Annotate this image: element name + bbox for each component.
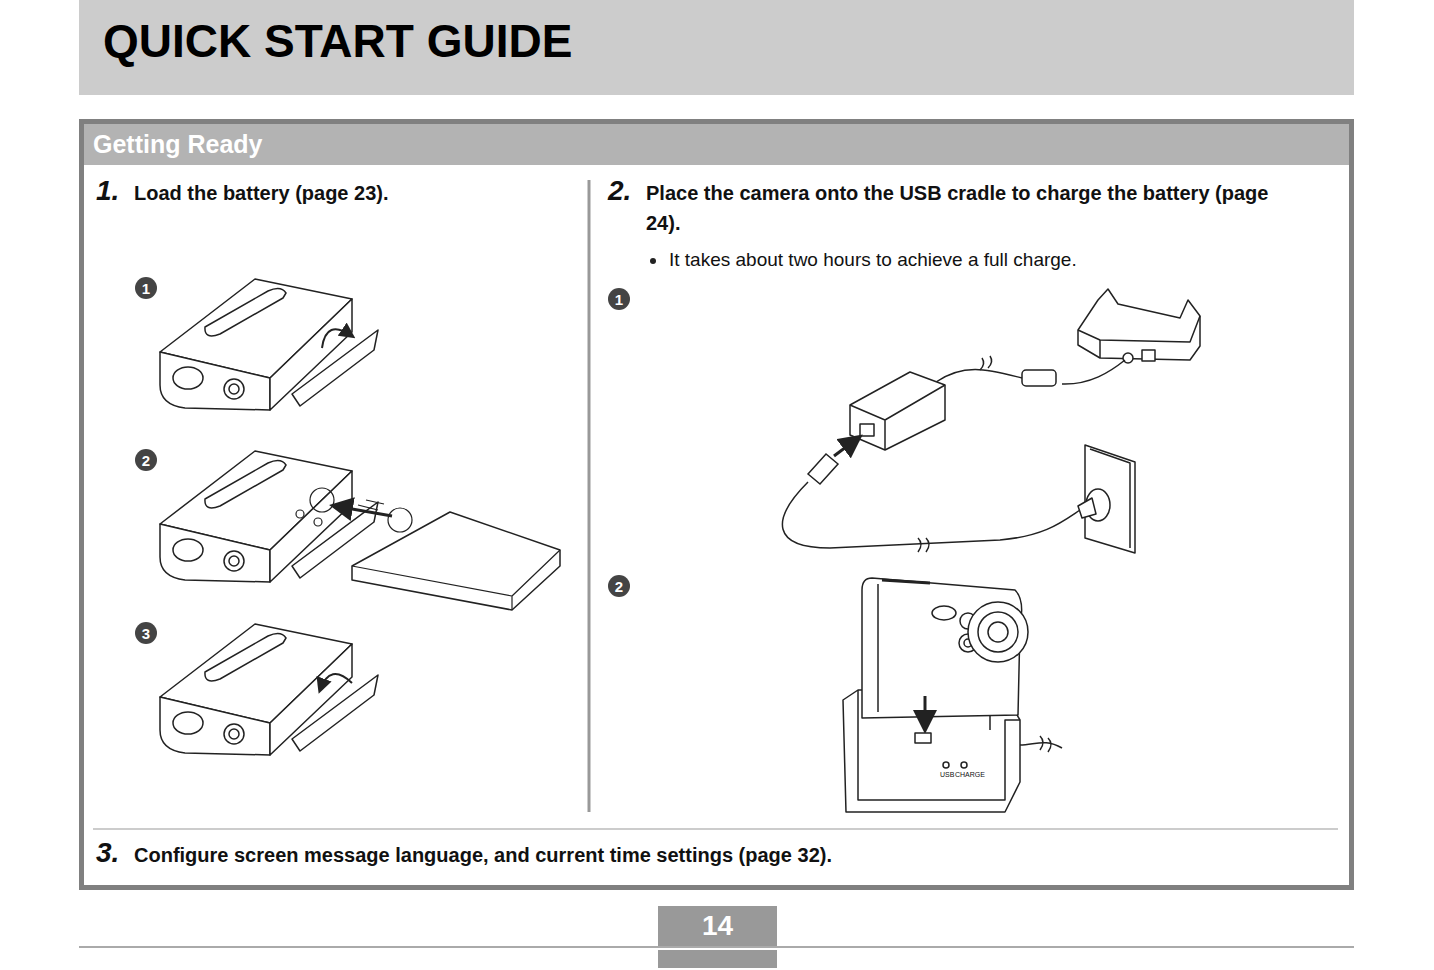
bullet-dot [650,258,656,264]
usb-cradle [1142,350,1155,361]
camera-on-cradle [915,733,931,743]
camera-on-cradle [961,762,967,768]
footer-rule [658,950,777,968]
title-band [79,0,1354,95]
camera-on-cradle [978,612,1018,652]
page-number-box: 14 [658,906,777,946]
column-divider [589,180,590,812]
callout-digit: 1 [142,281,150,296]
callout-digit: 2 [615,579,623,594]
callout-number: 2 [135,449,157,471]
power-cord [782,438,1080,552]
wall-outlet [1078,445,1135,553]
footer-rule [79,946,1354,948]
callout-number: 1 [608,288,630,310]
step-text: Load the battery (page 23). [134,178,389,208]
callout-digit: 2 [142,453,150,468]
page-number: 14 [702,912,733,940]
ac-adapter [850,372,945,450]
camera-close-door [160,624,378,755]
wall-outlet [1078,498,1096,518]
camera-on-cradle [1040,736,1051,752]
camera-on-cradle [943,762,949,768]
bullet-dot [650,258,656,264]
camera-on-cradle [924,696,927,728]
power-cord [834,438,858,456]
footer-rule [79,947,1354,968]
power-cord [918,538,929,552]
indicator-label: USB [940,771,954,778]
indicator-label: CHARGE [955,771,985,778]
camera-on-cradle [862,578,1022,718]
camera-close-door [160,624,378,755]
camera-insert-battery [335,506,392,516]
title-band [79,0,1354,95]
step-text: Configure screen message language, and c… [134,840,832,870]
step-number: 1. [96,175,119,207]
panel-heading: Getting Ready [84,124,1349,165]
camera-on-cradle [843,578,1062,812]
camera-on-cradle [877,584,879,712]
callout-digit: 3 [142,626,150,641]
power-cord [782,482,1080,548]
usb-cradle [1078,289,1200,363]
power-cord [808,454,838,484]
camera-open-door [160,279,378,410]
camera-insert-battery [388,508,412,532]
camera-insert-battery [296,510,304,518]
bullet-note: It takes about two hours to achieve a fu… [669,249,1077,271]
usb-cradle [1078,316,1200,342]
camera-insert-battery [352,550,560,610]
step-text: Place the camera onto the USB cradle to … [646,178,1286,238]
camera-close-door [320,674,352,690]
dc-cable [1062,360,1125,384]
ac-adapter [850,385,945,450]
camera-on-cradle [882,580,930,583]
callout-number: 2 [608,575,630,597]
callout-number: 3 [135,622,157,644]
camera-insert-battery [358,500,384,510]
camera-insert-battery [310,488,334,512]
usb-cradle [1123,353,1133,363]
step-number: 3. [96,837,119,869]
dc-cable [936,356,1125,386]
dc-cable [1022,370,1056,386]
usb-cradle [1078,289,1200,360]
callout-number: 1 [135,277,157,299]
step-divider [93,829,1338,830]
camera-on-cradle [932,606,956,620]
ac-adapter [850,372,945,450]
usb-cradle [1099,340,1101,358]
camera-insert-battery [352,512,560,610]
camera-open-door [160,279,378,410]
camera-insert-battery [160,451,560,610]
camera-open-door [322,329,352,348]
ac-adapter [860,424,874,436]
page-title: QUICK START GUIDE [103,14,572,68]
camera-insert-battery [314,518,322,526]
dc-cable [980,356,992,370]
step-number: 2. [608,175,631,207]
camera-on-cradle [988,622,1008,642]
camera-insert-battery [160,451,378,582]
camera-on-cradle [968,602,1028,662]
dc-cable [936,369,1022,382]
step-divider [93,828,1338,830]
panel-frame: Getting Ready 1 2 3 1 2 [79,119,1354,890]
column-divider [588,180,591,812]
callout-digit: 1 [615,292,623,307]
